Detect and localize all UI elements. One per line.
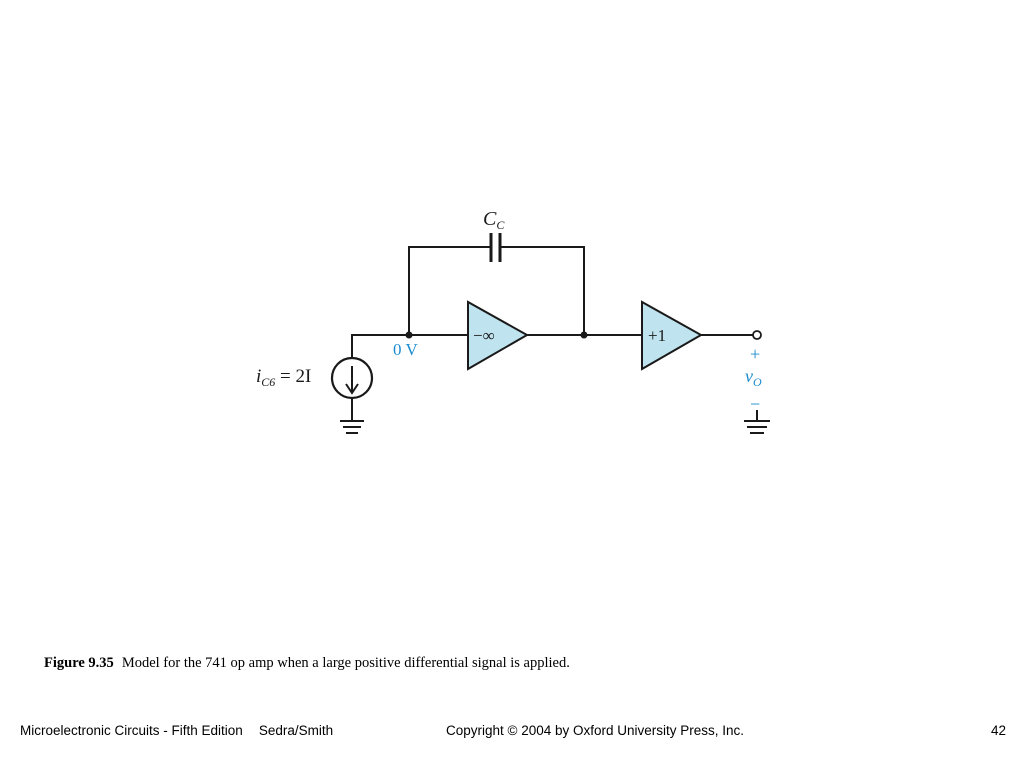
node-voltage-label: 0 V — [393, 340, 418, 359]
ground-icon — [340, 420, 364, 434]
output-minus-label: − — [750, 394, 760, 414]
page-number: 42 — [990, 723, 1006, 738]
source-wire — [351, 334, 468, 358]
opamp-gain-label: −∞ — [473, 326, 495, 345]
footer-copyright: Copyright © 2004 by Oxford University Pr… — [446, 723, 745, 738]
footer-authors: Sedra/Smith — [258, 723, 334, 738]
caption-text: Model for the 741 op amp when a large po… — [121, 655, 570, 671]
figure-caption: Figure 9.35 Model for the 741 op amp when… — [44, 655, 570, 672]
opamp-triangle — [467, 300, 530, 371]
figure-number: Figure 9.35 — [44, 655, 114, 671]
buffer-triangle — [641, 300, 704, 371]
current-source — [330, 356, 374, 400]
output-ground-icon — [744, 420, 770, 434]
junction-node-right — [580, 331, 588, 339]
output-voltage-label: vO — [745, 366, 762, 389]
capacitor-cc — [489, 233, 502, 262]
capacitor-label: CC — [483, 208, 505, 232]
footer-book: Microelectronic Circuits - Fifth Edition… — [20, 723, 333, 738]
feedback-wire-left — [408, 246, 491, 335]
source-label: iC6 = 2I — [256, 366, 311, 389]
arrow-down-icon — [345, 383, 359, 395]
junction-node-left — [405, 331, 413, 339]
footer-book-title: Microelectronic Circuits - Fifth Edition — [20, 723, 243, 738]
buffer-gain-label: +1 — [648, 326, 666, 345]
output-plus-label: + — [750, 344, 760, 364]
feedback-wire-right — [500, 246, 585, 335]
output-terminal — [752, 330, 762, 340]
